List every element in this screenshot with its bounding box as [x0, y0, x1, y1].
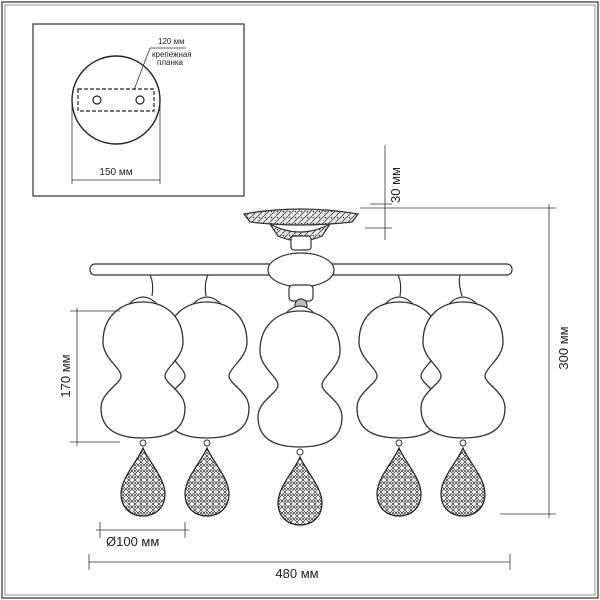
shade-3-crystal: [277, 455, 323, 526]
mount-plate-label-1: крепежная: [152, 50, 192, 59]
canopy-diameter-label: 150 мм: [99, 167, 132, 178]
shade-1-link: [139, 439, 147, 447]
canopy-circle: [71, 55, 161, 145]
shade-1-crystal: [120, 446, 166, 517]
total-height-label: 300 мм: [556, 326, 571, 369]
canopy-height-label: 30 мм: [388, 167, 403, 203]
mount-hole-right: [135, 95, 145, 105]
arm-5: [458, 274, 463, 297]
shade-1: [100, 296, 186, 517]
plate-leader: [133, 47, 151, 91]
shade-3-link: [296, 448, 304, 456]
shade-height-label: 170 мм: [58, 354, 73, 397]
mount-plate: [77, 88, 155, 112]
canopy-stem: [290, 235, 312, 251]
mount-width-label: 120 мм: [158, 37, 185, 46]
shade-3: [257, 305, 343, 526]
shade-5: [420, 296, 506, 517]
shade-4: [356, 296, 442, 517]
mount-hole-left: [92, 95, 102, 105]
shade-5-link: [459, 439, 467, 447]
shade-5-glass: [420, 301, 506, 439]
shade-2-crystal: [184, 446, 230, 517]
shade-2: [164, 296, 250, 517]
shade-2-link: [203, 439, 211, 447]
shade-4-link: [395, 439, 403, 447]
shade-5-crystal: [440, 446, 486, 517]
arm-2: [204, 274, 209, 297]
arm-4: [397, 274, 402, 297]
total-width-label: 480 мм: [275, 566, 318, 581]
chandelier: [89, 208, 513, 312]
mount-inset: 120 мм крепежная планка 150 мм: [32, 23, 245, 197]
dimension-lines: [70, 145, 556, 570]
arm-1: [149, 274, 154, 297]
canopy-ornament: [269, 223, 331, 242]
shade-1-glass: [100, 301, 186, 439]
shade-3-glass: [257, 310, 343, 448]
shade-diameter-label: Ø100 мм: [106, 534, 159, 549]
outer-frame-inner: [4, 4, 596, 596]
central-globe: [267, 252, 335, 288]
shade-4-crystal: [376, 446, 422, 517]
shades: [100, 296, 506, 526]
mount-plate-label-2: планка: [157, 58, 184, 67]
ceiling-canopy: [242, 208, 360, 226]
